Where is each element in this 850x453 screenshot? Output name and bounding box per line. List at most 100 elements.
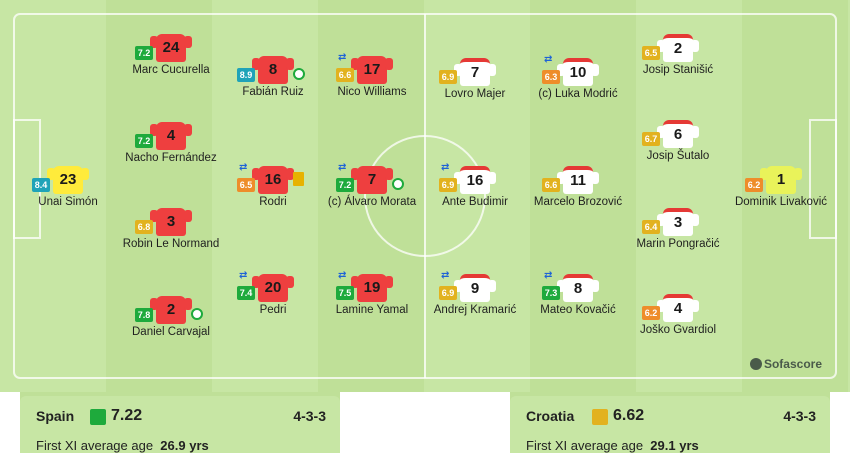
team-rating: 7.22 — [111, 407, 143, 424]
player-name: Ante Budimir — [442, 196, 508, 208]
player-rating: 6.5 — [642, 46, 660, 60]
jersey-icon: 8 — [557, 274, 599, 302]
player-rating: 6.2 — [745, 178, 763, 192]
jersey-icon: 17 — [351, 56, 393, 84]
swap-arrows-icon: ⇄ — [338, 52, 347, 63]
player-name: Marcelo Brozović — [533, 196, 623, 208]
player-rating: 8.9 — [237, 68, 255, 82]
player-fabian-ruiz[interactable]: 8 8.9 Fabián Ruiz — [223, 56, 323, 99]
player-josip-stanisic[interactable]: 2 6.5 Josip Stanišić — [628, 34, 728, 77]
player-name: Pedri — [259, 304, 287, 316]
player-marin-pongracic[interactable]: 3 6.4 Marin Pongračić — [628, 208, 728, 251]
team-formation: 4-3-3 — [293, 408, 326, 424]
swap-arrows-icon: ⇄ — [338, 270, 347, 281]
player-andrej-kramaric[interactable]: 9 6.9 ⇄ Andrej Kramarić — [425, 270, 525, 317]
player-name: Dominik Livaković — [734, 196, 828, 208]
football-pitch: 23 8.4 Unai Simón 24 7.2 Marc Cucurella … — [0, 0, 850, 392]
player-josko-gvardiol[interactable]: 4 6.2 Joško Gvardiol — [628, 294, 728, 337]
player-lamine-yamal[interactable]: 19 7.5 ⇄ Lamine Yamal — [322, 270, 422, 317]
player-mateo-kovacic[interactable]: 8 7.3 ⇄ Mateo Kovačić — [528, 270, 628, 317]
jersey-icon: 4 — [150, 122, 192, 150]
spain-summary: Spain 7.22 4-3-3 First XI average age 26… — [20, 392, 340, 453]
team-name: Croatia — [526, 408, 575, 424]
player-dominik-livakovic[interactable]: 1 6.2 Dominik Livaković — [731, 166, 831, 209]
football-icon — [191, 308, 203, 320]
player-rating: 7.2 — [135, 46, 153, 60]
player-daniel-carvajal[interactable]: 2 7.8 Daniel Carvajal — [121, 296, 221, 339]
jersey-icon: 6 — [657, 120, 699, 148]
player-name: Robin Le Normand — [122, 238, 220, 250]
team-rating-indicator-icon — [592, 409, 608, 425]
jersey-icon: 24 — [150, 34, 192, 62]
jersey-icon: 23 — [47, 166, 89, 194]
pitch-markings — [0, 0, 850, 392]
player-rating: 6.2 — [642, 306, 660, 320]
average-age-value: 29.1 yrs — [650, 438, 699, 453]
player-rating: 7.8 — [135, 308, 153, 322]
player-name: Lamine Yamal — [335, 304, 409, 316]
player-name: Andrej Kramarić — [433, 304, 517, 316]
swap-arrows-icon: ⇄ — [544, 54, 553, 65]
yellow-card-icon — [293, 172, 304, 186]
team-summary-card: Croatia 6.62 4-3-3 First XI average age … — [510, 396, 830, 453]
player-name: Fabián Ruiz — [242, 86, 304, 98]
player-ante-budimir[interactable]: 16 6.9 ⇄ Ante Budimir — [425, 162, 525, 209]
player-nico-williams[interactable]: 17 6.6 ⇄ Nico Williams — [322, 52, 422, 99]
player-pedri[interactable]: 20 7.4 ⇄ Pedri — [223, 270, 323, 317]
player-name: Lovro Majer — [444, 88, 506, 100]
player-rodri[interactable]: 16 6.5 ⇄ Rodri — [223, 162, 323, 209]
jersey-icon: 2 — [150, 296, 192, 324]
player-alvaro-morata[interactable]: 7 7.2 ⇄ (c) Álvaro Morata — [322, 162, 422, 209]
average-age-value: 26.9 yrs — [160, 438, 209, 453]
average-age-label: First XI average age — [36, 438, 154, 453]
player-rating: 7.3 — [542, 286, 560, 300]
player-marc-cucurella[interactable]: 24 7.2 Marc Cucurella — [121, 34, 221, 77]
player-name: Josip Šutalo — [646, 150, 710, 162]
jersey-icon: 8 — [252, 56, 294, 84]
player-rating: 6.3 — [542, 70, 560, 84]
jersey-icon: 9 — [454, 274, 496, 302]
player-unai-simon[interactable]: 23 8.4 Unai Simón — [18, 166, 118, 209]
player-rating: 6.5 — [237, 178, 255, 192]
player-name: Josip Stanišić — [642, 64, 714, 76]
jersey-icon: 20 — [252, 274, 294, 302]
sofascore-logo-icon — [749, 358, 762, 370]
jersey-icon: 10 — [557, 58, 599, 86]
player-name: Unai Simón — [38, 196, 98, 208]
team-name: Spain — [36, 408, 75, 424]
jersey-icon: 2 — [657, 34, 699, 62]
player-name: Nacho Fernández — [125, 152, 217, 164]
player-name: Nico Williams — [337, 86, 407, 98]
jersey-icon: 7 — [351, 166, 393, 194]
average-age: First XI average age 26.9 yrs — [36, 438, 209, 453]
player-rating: 6.8 — [135, 220, 153, 234]
player-nacho-fernandez[interactable]: 4 7.2 Nacho Fernández — [121, 122, 221, 165]
watermark-text: Sofascore — [763, 357, 822, 371]
player-marcelo-brozovic[interactable]: 11 6.6 Marcelo Brozović — [528, 166, 628, 209]
player-lovro-majer[interactable]: 7 6.9 Lovro Majer — [425, 58, 525, 101]
swap-arrows-icon: ⇄ — [239, 270, 248, 281]
jersey-icon: 11 — [557, 166, 599, 194]
swap-arrows-icon: ⇄ — [441, 162, 450, 173]
team-rating: 6.62 — [613, 407, 645, 424]
player-rating: 8.4 — [32, 178, 50, 192]
jersey-icon: 3 — [150, 208, 192, 236]
jersey-icon: 19 — [351, 274, 393, 302]
player-rating: 6.9 — [439, 286, 457, 300]
team-rating-indicator-icon — [90, 409, 106, 425]
player-name: Rodri — [259, 196, 287, 208]
player-rating: 7.2 — [135, 134, 153, 148]
football-icon — [293, 68, 305, 80]
sofascore-watermark: Sofascore — [749, 357, 822, 371]
player-name: (c) Luka Modrić — [538, 88, 618, 100]
player-luka-modric[interactable]: 10 6.3 ⇄ (c) Luka Modrić — [528, 54, 628, 101]
team-formation: 4-3-3 — [783, 408, 816, 424]
player-rating: 7.2 — [336, 178, 354, 192]
player-name: Daniel Carvajal — [132, 326, 210, 338]
jersey-icon: 16 — [252, 166, 294, 194]
jersey-icon: 4 — [657, 294, 699, 322]
swap-arrows-icon: ⇄ — [239, 162, 248, 173]
player-josip-sutalo[interactable]: 6 6.7 Josip Šutalo — [628, 120, 728, 163]
player-rating: 7.4 — [237, 286, 255, 300]
player-robin-le-normand[interactable]: 3 6.8 Robin Le Normand — [121, 208, 221, 251]
